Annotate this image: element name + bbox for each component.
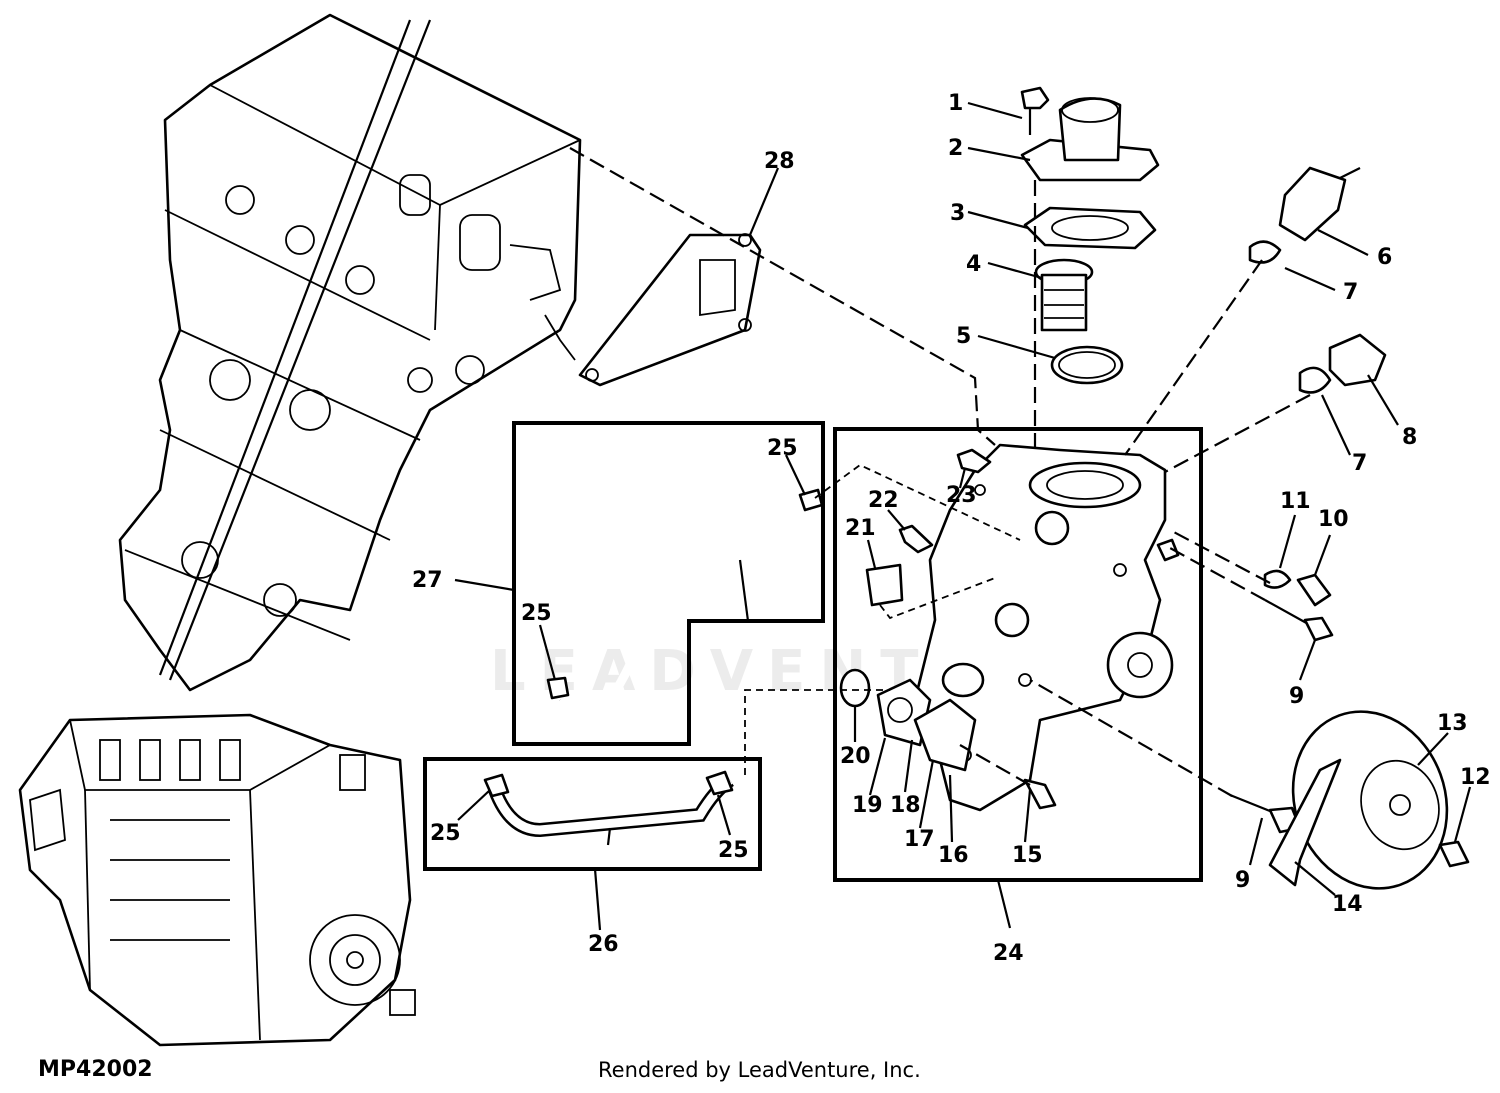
- callout-9-upper: 9: [1289, 684, 1304, 709]
- callout-24: 24: [993, 941, 1024, 966]
- callout-27: 27: [412, 568, 443, 593]
- callout-21: 21: [845, 516, 876, 541]
- callout-10: 10: [1318, 507, 1349, 532]
- callout-labels: 1 2 3 4 5 6 7 8 7 11 10 9 13 12 9 14 15 …: [412, 91, 1491, 966]
- callout-25-top: 25: [767, 436, 798, 461]
- injection-pump-illustration: [18, 713, 416, 1047]
- figure-code: MP42002: [38, 1057, 153, 1082]
- callout-23: 23: [946, 483, 977, 508]
- gasket-28: [578, 233, 762, 387]
- callout-5: 5: [956, 324, 971, 349]
- thermostat-stack: [1020, 86, 1160, 385]
- hose-27: [546, 488, 824, 723]
- callout-9-lower: 9: [1235, 868, 1250, 893]
- callout-18: 18: [890, 793, 921, 818]
- callout-6: 6: [1377, 245, 1392, 270]
- pump-bolts: [1229, 569, 1334, 834]
- fan-pulley-and-belt: [1268, 710, 1470, 890]
- callout-3: 3: [950, 201, 965, 226]
- pump-small-parts: [839, 448, 1057, 810]
- hose-27-box: [512, 421, 825, 746]
- callout-8: 8: [1402, 425, 1417, 450]
- engine-block-illustration: [118, 13, 582, 692]
- callout-26: 26: [588, 932, 619, 957]
- callout-25-mid: 25: [521, 601, 552, 626]
- callout-1: 1: [948, 91, 963, 116]
- render-credit: Rendered by LeadVenture, Inc.: [598, 1058, 921, 1082]
- callout-13: 13: [1437, 711, 1468, 736]
- callout-28: 28: [764, 149, 795, 174]
- callout-14: 14: [1332, 892, 1363, 917]
- hose-26: [483, 770, 735, 838]
- callout-11: 11: [1280, 489, 1311, 514]
- callout-20: 20: [840, 744, 871, 769]
- leader-lines: [454, 101, 1472, 931]
- callout-2: 2: [948, 136, 963, 161]
- callout-7-lower: 7: [1352, 451, 1367, 476]
- temperature-sender-and-plug: [1248, 166, 1387, 394]
- hose-26-box: [423, 757, 762, 871]
- assembly-lines: [569, 147, 1311, 797]
- callout-12: 12: [1460, 765, 1491, 790]
- callout-25-left: 25: [430, 821, 461, 846]
- callout-4: 4: [966, 252, 981, 277]
- callout-25-right: 25: [718, 838, 749, 863]
- callout-17: 17: [904, 827, 935, 852]
- callout-16: 16: [938, 843, 969, 868]
- water-pump-body: [913, 443, 1180, 812]
- callout-15: 15: [1012, 843, 1043, 868]
- water-pump-assembly-box: [833, 427, 1203, 882]
- callout-19: 19: [852, 793, 883, 818]
- callout-22: 22: [868, 488, 899, 513]
- callout-7-upper: 7: [1343, 280, 1358, 305]
